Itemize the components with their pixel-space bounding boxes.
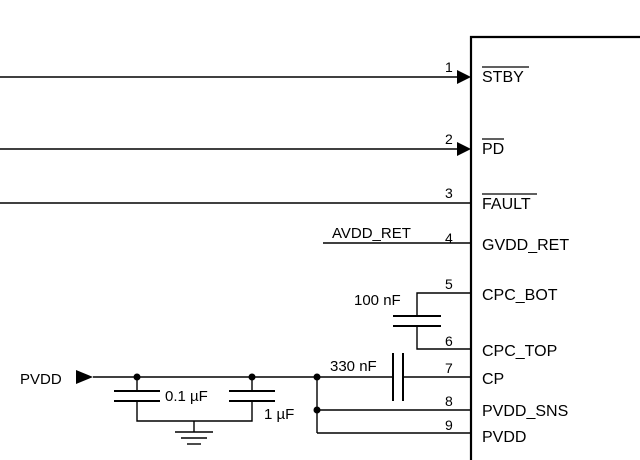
pvdd-input-arrow-icon — [76, 370, 93, 384]
arrow-pd-icon — [457, 142, 471, 156]
pin-2-number: 2 — [445, 131, 453, 147]
pin-9-name: PVDD — [482, 429, 526, 446]
pin-6-number: 6 — [445, 333, 453, 349]
pin-5-number: 5 — [445, 276, 453, 292]
pin-9-number: 9 — [445, 417, 453, 433]
wire-cpc-bot — [416, 292, 471, 316]
pin-3-name: FAULT — [482, 196, 531, 213]
pin-8-name: PVDD_SNS — [482, 403, 568, 420]
cap-330nf-label: 330 nF — [330, 358, 377, 375]
cap-100nf-label: 100 nF — [354, 292, 401, 309]
pin-1-number: 1 — [445, 59, 453, 75]
cap-01uf-label: 0.1 µF — [165, 388, 208, 405]
pin-8-number: 8 — [445, 393, 453, 409]
wire-cpc-top — [416, 326, 471, 350]
pin-2-name: PD — [482, 141, 504, 158]
pin-7-number: 7 — [445, 360, 453, 376]
pin-1-name: STBY — [482, 69, 524, 86]
ic-body — [469, 35, 640, 460]
net-pvdd-label: PVDD — [20, 371, 62, 388]
cap-1uf-label: 1 µF — [264, 406, 294, 423]
net-avdd-ret-label: AVDD_RET — [332, 225, 411, 242]
pin-3-number: 3 — [445, 185, 453, 201]
pin-4-name: GVDD_RET — [482, 237, 569, 254]
pin-5-name: CPC_BOT — [482, 287, 558, 304]
arrow-stby-icon — [457, 70, 471, 84]
pin-6-name: CPC_TOP — [482, 343, 557, 360]
pin-7-name: CP — [482, 371, 504, 388]
pin-4-number: 4 — [445, 230, 453, 246]
